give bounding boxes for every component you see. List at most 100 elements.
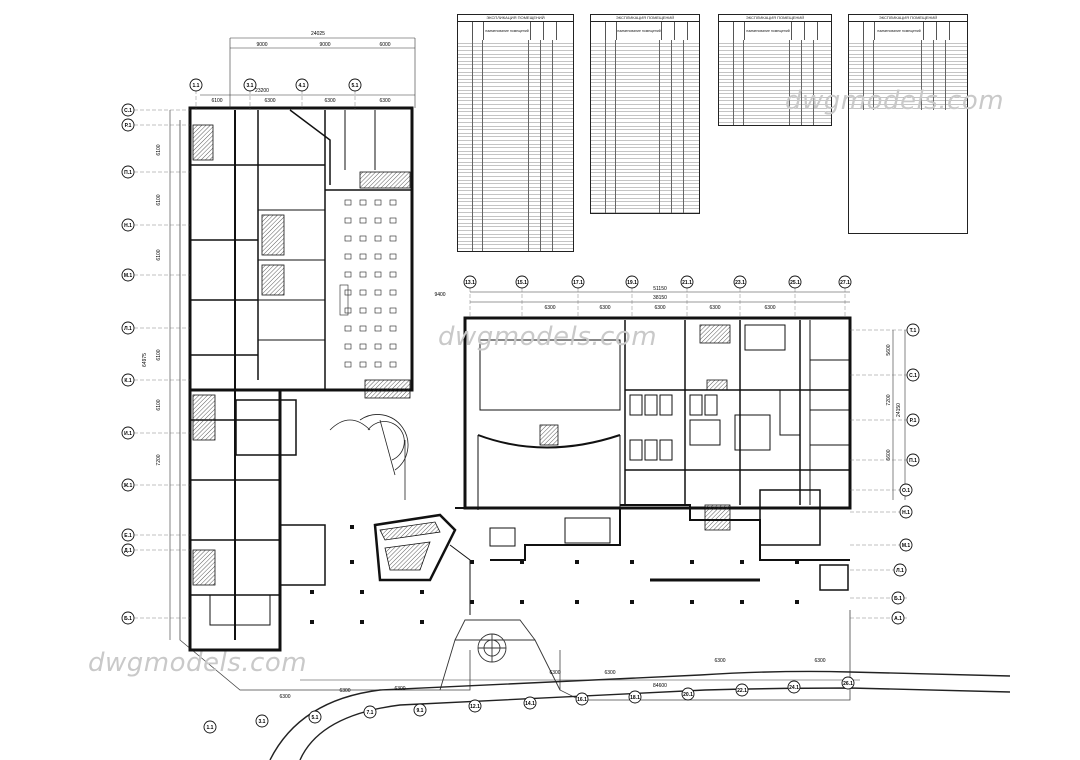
axis-bubble [515,275,529,289]
axis-label: 13.1 [465,280,475,286]
restaurant-tables [339,199,397,368]
axis-marker: 5.1 [308,710,322,724]
axis-label: 17.1 [573,280,583,286]
dim-top-seg-2: 9000 [319,42,330,48]
axis-marker: C.1 [121,103,190,117]
axis-marker: П.1 [850,453,920,467]
axis-label: Л.1 [896,568,904,574]
axis-label: 3.1 [259,719,266,725]
dim-top-total: 24025 [311,31,325,37]
axis-marker: 25.1 [788,275,802,318]
axis-marker: К.1 [121,373,190,387]
axis-marker: А.1 [850,611,907,625]
dim-top-inner: 23200 [255,88,269,94]
east-block [463,316,852,510]
axis-marker: 9.1 [413,703,427,717]
axis-label: М.1 [902,543,911,549]
axis-label: 4.1 [299,83,306,89]
axis-marker: 3.1 [255,714,269,728]
west-wing-stairs [192,124,411,586]
axis-marker: 14.1 [523,696,537,710]
room-schedule-header-3: наименование помещений [719,22,831,41]
axis-bubble [625,275,639,289]
axis-bubble [906,413,920,427]
axis-bubble [891,611,905,625]
dim-top-inner-1: 6100 [211,98,222,104]
axis-bubble [308,710,322,724]
axis-bubble [906,453,920,467]
axis-marker: Б.1 [850,591,907,605]
dim-right-top-seg-5: 6300 [764,305,775,311]
axis-marker: Д.1 [121,543,190,557]
axis-marker: 1.1 [203,720,217,734]
dim-left-seg-3: 6100 [156,249,162,260]
axis-bubble [841,676,855,690]
axis-label: 18.1 [630,695,640,701]
axis-bubble [893,563,907,577]
axis-label: Ж.1 [123,483,133,489]
axis-marker: 13.1 [463,275,477,318]
axis-label: 22.1 [737,688,747,694]
dim-top-inner-4: 6300 [379,98,390,104]
axis-markers-right: Т.1С.1Р.1П.1О.1Н.1М.1Л.1Б.1А.1 [850,323,920,625]
axis-bubble [121,118,135,132]
spiral-stair [329,414,409,500]
axis-label: 23.1 [735,280,745,286]
room-schedule-col-name-4: наименование помещений [875,22,924,40]
axis-label: П.1 [909,458,917,464]
axis-marker: Н.1 [121,218,190,232]
axis-bubble [413,703,427,717]
dim-top-inner-2: 6300 [264,98,275,104]
room-schedule-header-2: наименование помещений [591,22,699,41]
axis-marker: П.1 [121,165,190,179]
axis-bubble [899,505,913,519]
dim-bottom-seg-5: 6300 [604,670,615,676]
axis-label: 25.1 [790,280,800,286]
dim-right-seg-3: 6600 [886,449,892,460]
axis-bubble [891,591,905,605]
axis-bubble [121,478,135,492]
axis-bubble [121,268,135,282]
axis-label: 26.1 [843,681,853,687]
axis-bubble [899,538,913,552]
axis-bubble [121,218,135,232]
axis-bubble [735,683,749,697]
dim-right-total: 24150 [896,403,902,417]
axis-label: Т.1 [910,328,917,334]
axis-label: 24.1 [789,685,799,691]
axis-label: 1.1 [193,83,200,89]
lobby-band [449,489,850,615]
room-schedule-table-2: ЭКСПЛИКАЦИЯ ПОМЕЩЕНИЙ наименование помещ… [590,14,700,214]
dim-left-seg-4: 6100 [156,349,162,360]
axis-label: 15.1 [517,280,527,286]
dim-left-seg-5: 6100 [156,399,162,410]
dim-right-seg-1: 5600 [886,344,892,355]
dim-right-top-total: 51150 [653,286,667,292]
axis-bubble [906,323,920,337]
room-schedule-title-2: ЭКСПЛИКАЦИЯ ПОМЕЩЕНИЙ [591,15,699,22]
axis-label: Е.1 [124,533,132,539]
room-schedule-table-4: ЭКСПЛИКАЦИЯ ПОМЕЩЕНИЙ наименование помещ… [848,14,968,234]
dim-left-seg-2: 6100 [156,194,162,205]
axis-bubble [348,78,362,92]
axis-label: 12.1 [470,704,480,710]
axis-marker: 24.1 [787,680,801,694]
axis-marker: О.1 [850,483,913,497]
axis-marker: С.1 [850,368,920,382]
axis-label: П.1 [124,170,132,176]
east-stairs [539,324,731,531]
axis-marker: 19.1 [625,275,639,318]
axis-marker: 20.1 [681,687,695,701]
axis-bubble [523,696,537,710]
axis-label: 9.1 [417,708,424,714]
axis-label: И.1 [124,431,132,437]
axis-label: С.1 [909,373,917,379]
axis-label: Д.1 [124,548,132,554]
dim-right-top-inner: 38150 [653,295,667,301]
axis-marker: 22.1 [735,683,749,697]
dim-left-seg-6: 7200 [156,454,162,465]
axis-bubble [906,368,920,382]
axis-bubble [121,373,135,387]
axis-marker: 7.1 [363,705,377,719]
